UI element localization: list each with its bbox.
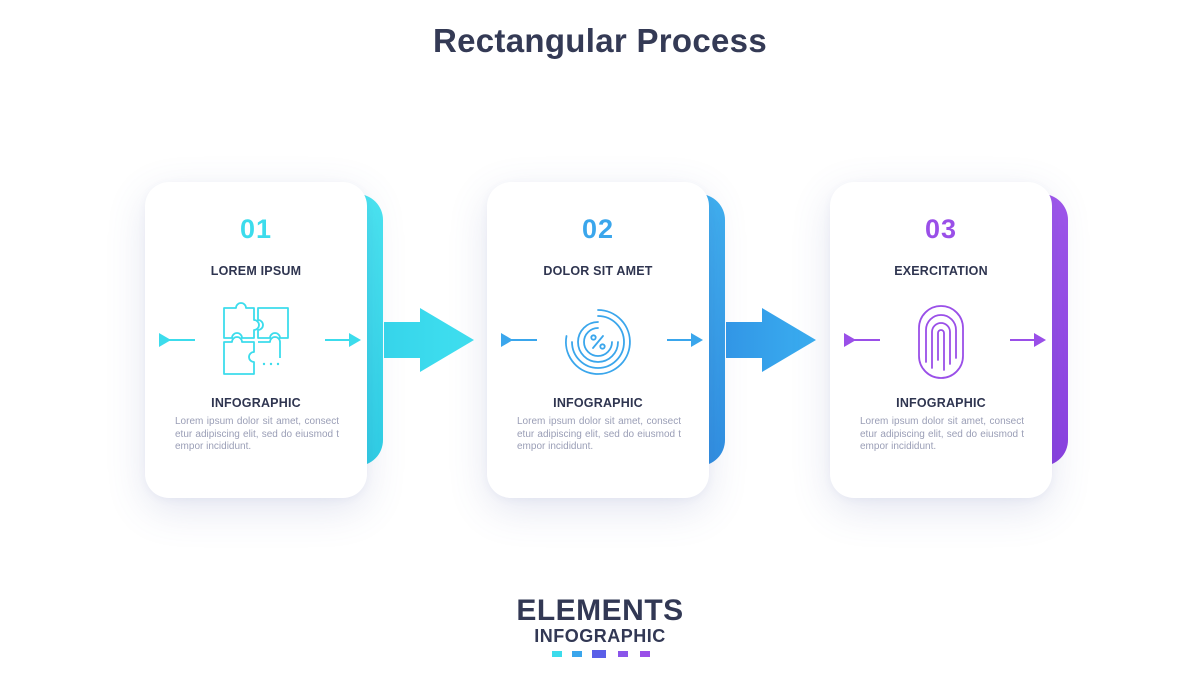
- logo-wordmark-line2: INFOGRAPHIC: [534, 626, 666, 646]
- step-1-description: Lorem ipsum dolor sit amet, consectetur …: [175, 416, 339, 452]
- step-2: 02 DOLOR SIT AMET INFOGRAPHIC Lorem ipsu…: [487, 182, 732, 500]
- step-1-card: 01 LOREM IPSUM INFOGRAPHIC Lorem ipsum d…: [145, 182, 367, 498]
- step-3-number: 03: [924, 214, 958, 244]
- step-2-description: Lorem ipsum dolor sit amet, consectetur …: [517, 416, 681, 452]
- logo-color-dot: [552, 651, 562, 657]
- outgoing-arrow-icon: [325, 333, 361, 347]
- logo-color-dot: [572, 651, 582, 657]
- logo-color-dot: [640, 651, 650, 657]
- logo-color-dots: [552, 650, 652, 659]
- logo-wordmark-line1: ELEMENTS: [516, 594, 684, 627]
- page-title: Rectangular Process: [432, 22, 767, 59]
- logo-color-dot: [592, 650, 606, 658]
- step-2-number: 02: [581, 214, 615, 244]
- outgoing-arrow-icon: [1010, 333, 1046, 347]
- fingerprint-icon: [918, 305, 964, 379]
- connector-arrow-2: [726, 308, 816, 372]
- incoming-arrow-icon: [844, 333, 880, 347]
- logo-color-dot: [618, 651, 628, 657]
- step-1-label: INFOGRAPHIC: [211, 396, 301, 410]
- incoming-arrow-icon: [159, 333, 195, 347]
- step-1: 01 LOREM IPSUM INFOGRAPHIC Lorem ipsum d…: [145, 182, 390, 500]
- step-3-description: Lorem ipsum dolor sit amet, consectetur …: [860, 416, 1024, 452]
- puzzle-icon: [223, 302, 289, 375]
- outgoing-arrow-icon: [667, 333, 703, 347]
- step-3-label: INFOGRAPHIC: [896, 396, 986, 410]
- step-3-heading: EXERCITATION: [894, 264, 988, 278]
- step-1-number: 01: [239, 214, 273, 244]
- step-2-label: INFOGRAPHIC: [553, 396, 643, 410]
- step-3-card: 03 EXERCITATION INFOGRAPHIC Lorem ipsum …: [830, 182, 1052, 498]
- step-3: 03 EXERCITATION INFOGRAPHIC Lorem ipsum …: [830, 182, 1075, 500]
- step-2-heading: DOLOR SIT AMET: [543, 264, 653, 278]
- incoming-arrow-icon: [501, 333, 537, 347]
- step-2-card: 02 DOLOR SIT AMET INFOGRAPHIC Lorem ipsu…: [487, 182, 709, 498]
- percent-circle-icon: [565, 309, 631, 375]
- step-1-heading: LOREM IPSUM: [210, 264, 302, 278]
- connector-arrow-1: [384, 308, 474, 372]
